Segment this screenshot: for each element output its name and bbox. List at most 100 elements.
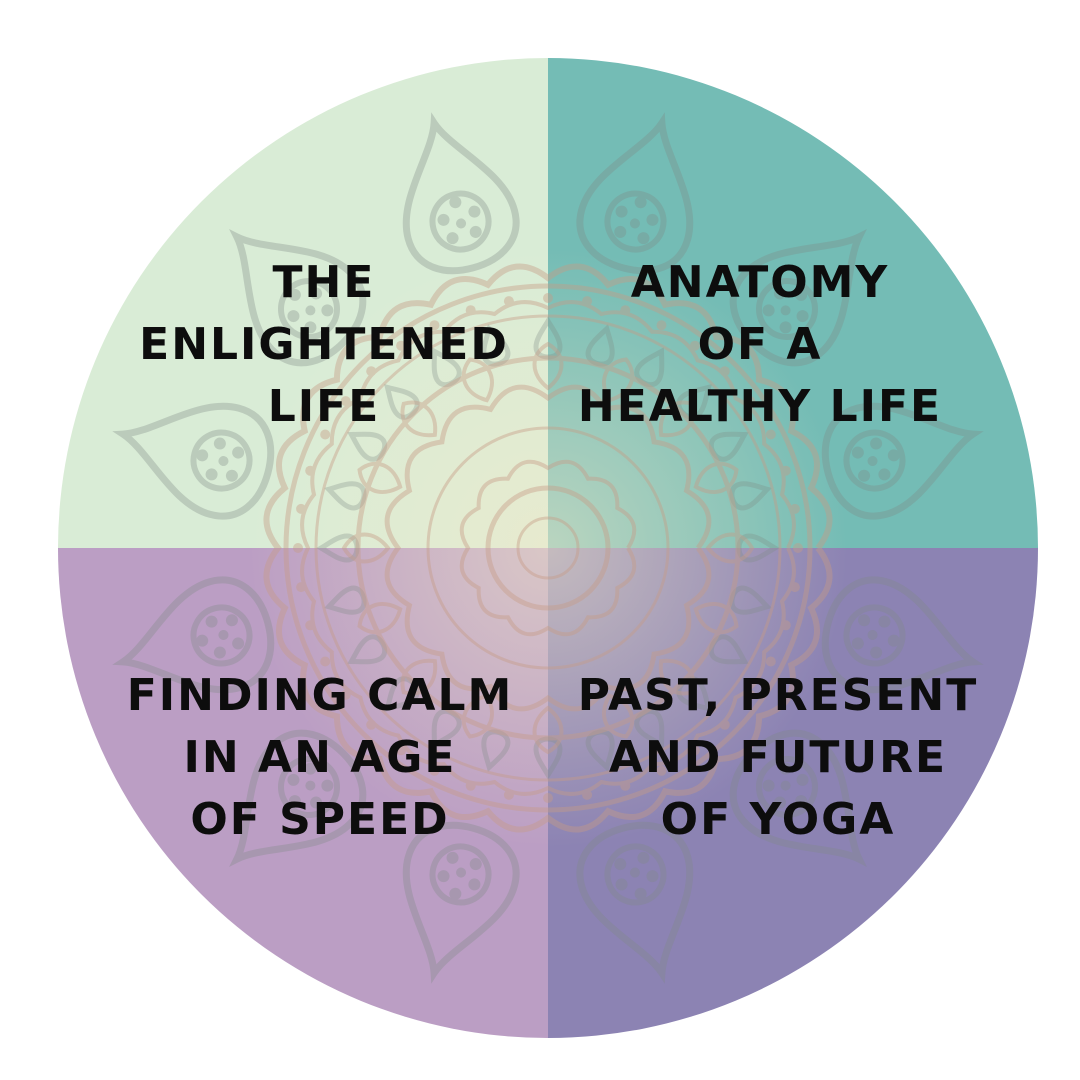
teardrop-icon	[324, 481, 367, 511]
mandala-dot	[429, 765, 440, 776]
label-line: PAST, PRESENT	[577, 670, 979, 721]
small-teardrop-ring	[316, 316, 780, 780]
mandala-dot	[503, 789, 514, 800]
teardrop-icon	[708, 634, 749, 665]
mandala-dot	[293, 543, 303, 553]
mandala-circle	[355, 355, 741, 741]
mandala-dot	[745, 689, 756, 700]
mandala-circle	[485, 485, 611, 611]
mandala-dot	[396, 745, 407, 756]
teardrop-icon	[736, 533, 780, 563]
mandala-dot	[465, 305, 476, 316]
leaf-icon	[532, 705, 564, 755]
label-line: OF A	[697, 319, 823, 370]
teardrop-icon	[481, 729, 511, 772]
leaf-icon	[693, 602, 739, 635]
leaf-icon	[658, 658, 696, 696]
leaf-icon	[461, 357, 494, 403]
teardrop-icon	[676, 384, 712, 420]
teardrop-icon	[585, 729, 615, 772]
mandala-dot	[320, 429, 331, 440]
scallop-ring	[384, 384, 712, 712]
mandala-glow	[248, 248, 848, 848]
mandala-dot	[620, 780, 631, 791]
mandala-dot	[789, 503, 800, 514]
label-past-present-future-of-yoga: PAST, PRESENT AND FUTURE OF YOGA	[558, 665, 998, 851]
teardrop-icon	[431, 347, 462, 388]
teardrop-icon	[729, 481, 772, 511]
leaf-icon	[658, 400, 696, 438]
mandala-dot	[719, 719, 730, 730]
scallop-ring	[459, 459, 637, 637]
leaf-icon	[400, 400, 438, 438]
teardrop-icon	[431, 708, 462, 749]
mandala-dot	[305, 620, 316, 631]
teardrop-icon	[384, 384, 420, 420]
label-line: ENLIGHTENED	[139, 319, 509, 370]
mandala-circle	[314, 314, 782, 782]
mandala-dot	[366, 719, 377, 730]
label-line: HEALTHY LIFE	[577, 381, 943, 432]
teardrop-icon	[347, 634, 388, 665]
mandala-dot	[689, 340, 700, 351]
leaf-icon	[357, 461, 403, 494]
mandala-dot	[745, 396, 756, 407]
label-line: OF SPEED	[190, 794, 450, 845]
teardrop-icon	[384, 676, 420, 712]
teardrop-icon	[324, 585, 367, 615]
mandala-circle	[283, 283, 813, 813]
scallop-ring	[263, 263, 833, 833]
label-line: OF YOGA	[660, 794, 896, 845]
mandala-circle	[516, 516, 580, 580]
teardrop-icon	[708, 431, 749, 462]
mandala-dot	[765, 429, 776, 440]
teardrop-icon	[634, 347, 665, 388]
mandala-dot	[689, 745, 700, 756]
mandala-dot	[656, 765, 667, 776]
label-line: AND FUTURE	[608, 732, 948, 783]
leaf-icon	[341, 532, 391, 564]
mandala-dot	[793, 543, 803, 553]
mandala-rings	[263, 263, 833, 833]
leaf-icon	[400, 658, 438, 696]
teardrop-icon	[729, 585, 772, 615]
leaf-icon	[602, 357, 635, 403]
mandala-dot	[765, 656, 776, 667]
mandala-dot	[340, 396, 351, 407]
mandala-dot	[719, 366, 730, 377]
leaf-icon	[705, 532, 755, 564]
leaf-icon	[602, 693, 635, 739]
teardrop-icon	[481, 324, 511, 367]
mandala-dot	[305, 465, 316, 476]
label-line: FINDING CALM	[126, 670, 514, 721]
label-line: THE	[272, 257, 376, 308]
mandala-dot	[503, 296, 514, 307]
mandala-dot	[366, 366, 377, 377]
mandala-dot	[543, 793, 553, 803]
teardrop-icon	[533, 736, 563, 780]
mandala-dot	[620, 305, 631, 316]
mandala-dot	[780, 620, 791, 631]
label-line: IN AN AGE	[183, 732, 457, 783]
scallop-ring	[300, 300, 796, 796]
label-line: LIFE	[267, 381, 381, 432]
mandala-dot	[789, 582, 800, 593]
leaf-icon	[693, 461, 739, 494]
mandala-dot	[296, 582, 307, 593]
mandala-dot	[429, 320, 440, 331]
mandala-dot	[656, 320, 667, 331]
teardrop-icon	[676, 676, 712, 712]
teardrop-icon	[533, 316, 563, 360]
teardrop-icon	[347, 431, 388, 462]
leaf-icon	[532, 341, 564, 391]
label-anatomy-of-a-healthy-life: ANATOMY OF A HEALTHY LIFE	[540, 252, 980, 438]
teardrop-icon	[585, 324, 615, 367]
mandala-dot	[340, 689, 351, 700]
leaf-icon	[357, 602, 403, 635]
teardrop-icon	[634, 708, 665, 749]
mandala-dot	[396, 340, 407, 351]
label-line: ANATOMY	[630, 257, 890, 308]
mandala-dot	[320, 656, 331, 667]
label-finding-calm: FINDING CALM IN AN AGE OF SPEED	[100, 665, 540, 851]
